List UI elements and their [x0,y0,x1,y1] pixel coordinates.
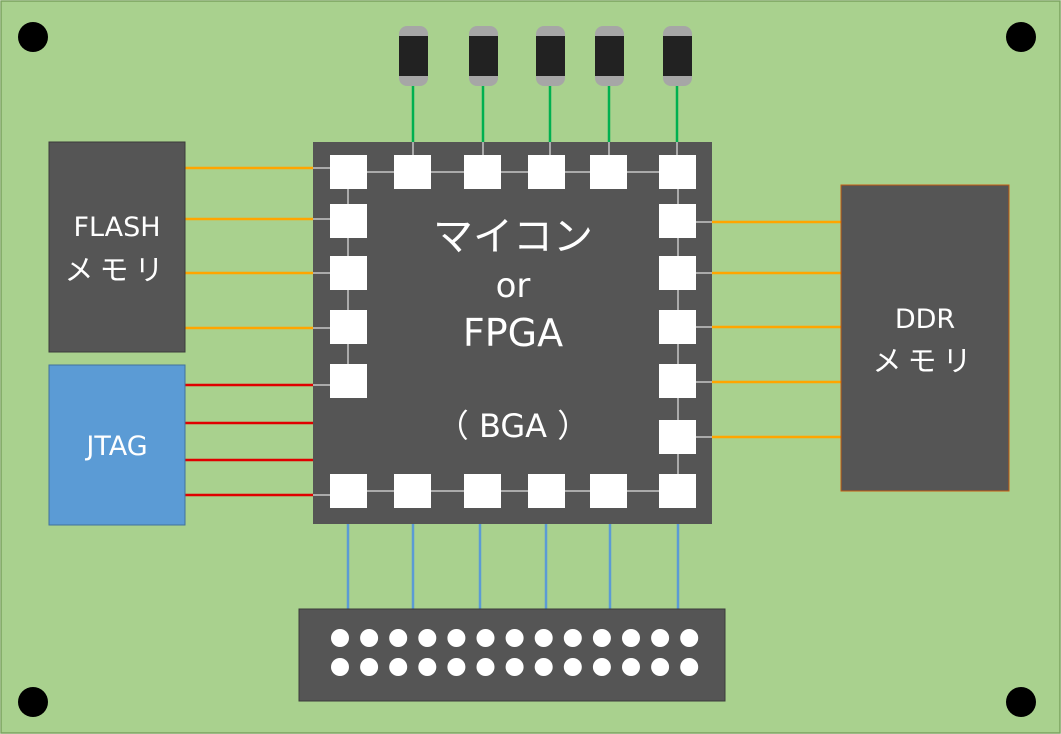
chip-pad [590,155,627,189]
ddr-label-line2: メモリ [872,344,977,378]
flash-traces [185,166,313,330]
ddr-label-line1: DDR [895,304,955,335]
header-pin [447,629,466,647]
led-component [469,26,498,86]
chip-pad [659,256,696,290]
header-pin [389,629,408,647]
header-pin [680,629,699,647]
header-pin [360,629,379,647]
chip-pad [464,474,501,508]
chip-pad [659,204,696,238]
chip-pad [659,155,696,189]
header-pin [476,629,495,647]
chip-pad [659,420,696,454]
header-pin [505,658,524,676]
mount-hole-top-right [1006,22,1036,52]
chip-pad [394,474,431,508]
chip-pads [330,155,696,508]
mount-hole-bottom-right [1006,687,1036,717]
chip-pad [330,256,367,290]
chip-pad [330,310,367,344]
header-pin [680,658,699,676]
chip-pad [659,364,696,398]
cpu-label-line4: （ BGA ） [437,407,589,445]
header-pin [534,658,553,676]
jtag-label: JTAG [84,431,147,462]
header-pin [331,658,349,676]
led-component [536,26,565,86]
header-pin [447,658,466,676]
header-pin [476,658,495,676]
header-pin [563,658,582,676]
led-component [399,26,428,86]
mount-hole-bottom-left [18,687,48,717]
leds [399,26,692,86]
header-pin [331,629,349,647]
jtag-connector [48,364,186,526]
chip-pad [464,155,501,189]
chip-pad [659,310,696,344]
header-pin [651,629,670,647]
chip-pad [330,204,367,238]
header-pin [505,629,524,647]
header-traces [346,524,680,609]
chip-pad [330,364,367,398]
chip-pad [394,155,431,189]
cpu-label-line1: マイコン [433,214,593,260]
header-pin [592,629,611,647]
pin-header-connector [298,608,726,702]
header-pin [360,658,379,676]
cpu-label-line2: or [496,266,531,306]
chip-pad [590,474,627,508]
chip-pad [528,155,565,189]
chip-pad [659,474,696,508]
led-traces [411,86,679,142]
ddr-traces [712,220,841,439]
led-component [663,26,692,86]
header-pin [592,658,611,676]
header-pin [651,658,670,676]
chip-pad [330,474,367,508]
ddr-memory-chip [840,184,1010,492]
header-pin [418,658,437,676]
flash-label-line2: メモリ [64,253,169,287]
header-pin [534,629,553,647]
chip-pad [330,155,367,189]
header-pin [622,658,640,676]
chip-pad [528,474,565,508]
flash-memory-chip [48,141,186,353]
header-pin [563,629,582,647]
header-pin [418,629,437,647]
cpu-label-line3: FPGA [463,311,563,355]
jtag-traces [185,383,313,497]
flash-label-line1: FLASH [73,212,160,243]
header-pins [331,629,699,676]
led-component [595,26,624,86]
cpu-fpga-chip [313,142,712,524]
header-pin [622,629,640,647]
header-pin [389,658,408,676]
mount-hole-top-left [18,22,48,52]
